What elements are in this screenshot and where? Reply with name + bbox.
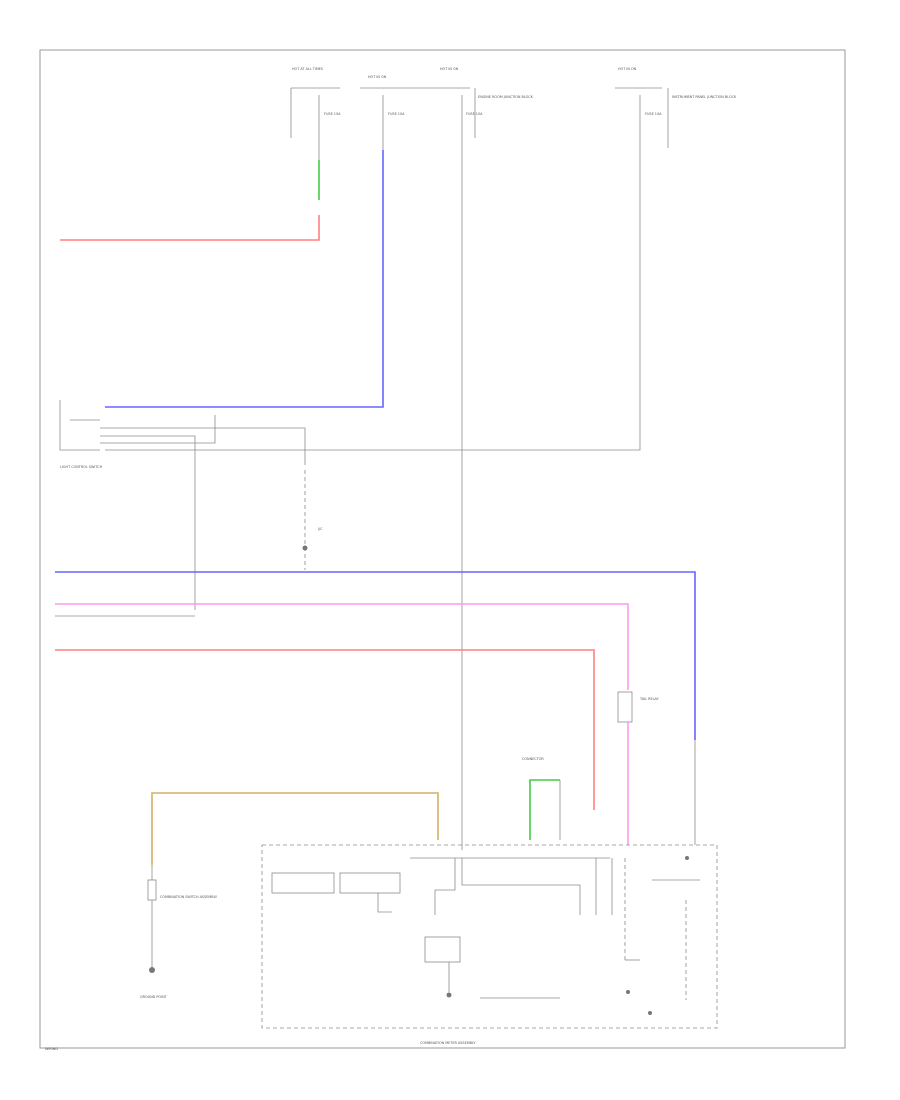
wire-yellow-1 — [151, 792, 439, 865]
footer-label: WIRING — [45, 1047, 58, 1051]
splice-mid: J/C — [302, 470, 323, 570]
ground-component: GROUND POINT — [140, 865, 168, 999]
fuse-1-label: FUSE 15A — [324, 112, 341, 116]
wire-green-2 — [529, 779, 560, 840]
fuse-2-label: FUSE 10A — [388, 112, 405, 116]
ground-label: GROUND POINT — [140, 995, 168, 999]
light-switch-assembly: LIGHT CONTROL SWITCH — [59, 400, 306, 610]
fuse-4-label: FUSE 10A — [645, 112, 662, 116]
top-connector-4-label: HOT IN ON — [618, 67, 637, 71]
ground-icon — [149, 967, 155, 973]
top-connector-2-label: HOT IN ON — [368, 75, 387, 79]
splice-label: J/C — [317, 527, 323, 531]
meter-assembly: COMBINATION METER ASSEMBLY — [261, 844, 718, 1045]
light-switch-label: LIGHT CONTROL SWITCH — [60, 465, 103, 469]
top-connector-1-label: HOT AT ALL TIMES — [292, 67, 323, 71]
meter-gauge — [424, 936, 461, 963]
relay-box: TAIL RELAY — [617, 691, 696, 845]
combination-switch-label: COMBINATION SWITCH ASSEMBLY — [160, 895, 218, 899]
wire-red-1 — [60, 215, 320, 241]
panel-2-label: INSTRUMENT PANEL JUNCTION BLOCK — [672, 95, 737, 99]
panel-1-label: ENGINE ROOM JUNCTION BLOCK — [478, 95, 534, 99]
wire-gray-fuse4 — [105, 95, 641, 451]
wire-red-2 — [55, 649, 595, 810]
top-connector-3: HOT IN ON ENGINE ROOM JUNCTION BLOCK FUS… — [405, 67, 534, 138]
tail-relay-box — [271, 872, 335, 894]
splice-dot-icon — [302, 545, 308, 551]
top-connector-4: HOT IN ON INSTRUMENT PANEL JUNCTION BLOC… — [615, 67, 737, 148]
top-connector-3-label: HOT IN ON — [440, 67, 459, 71]
bottom-title: COMBINATION METER ASSEMBLY — [420, 1041, 476, 1045]
fuse-3-label: FUSE 10A — [466, 112, 483, 116]
diagram-frame — [39, 49, 846, 1049]
top-connector-2: HOT IN ON FUSE 10A — [360, 75, 405, 116]
top-connector-1: HOT AT ALL TIMES FUSE 15A — [290, 67, 341, 138]
green-loop-label: CONNECTOR — [522, 757, 544, 761]
wire-blue-2 — [55, 571, 696, 740]
wire-blue-1 — [105, 150, 384, 408]
relay-label: TAIL RELAY — [639, 697, 660, 701]
wire-pink-1 — [55, 603, 629, 690]
